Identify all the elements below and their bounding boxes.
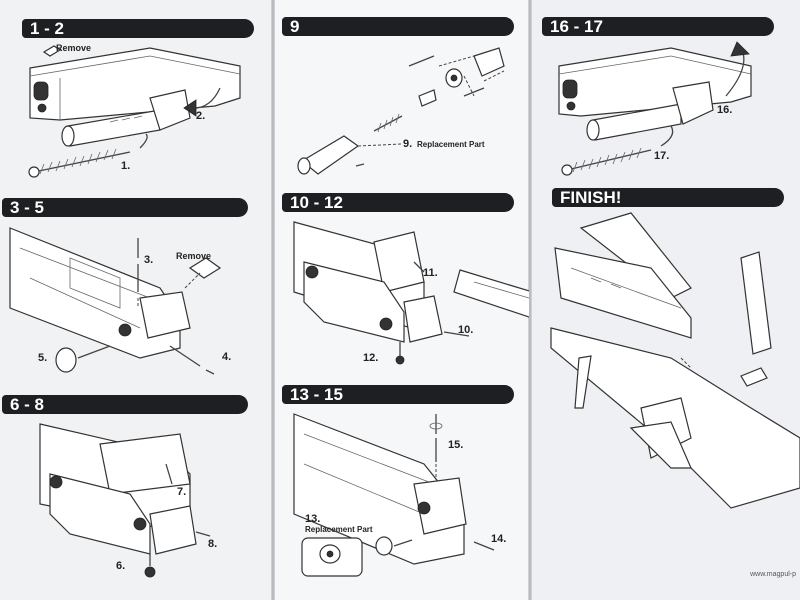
callout-10: 10.: [458, 324, 474, 336]
slide-removal-illustration: [28, 45, 241, 178]
callout-8: 8.: [208, 538, 218, 550]
step-header-16-17: 16 - 17: [542, 17, 774, 36]
slide-reassembly-illustration: [558, 41, 752, 176]
gas-valve-illustration: [297, 47, 505, 175]
callout-7: 7.: [177, 486, 187, 498]
fold-line-left: [271, 0, 275, 600]
slide-parts-removal-illustration: [9, 227, 222, 375]
callout-17: 17.: [654, 150, 670, 162]
callout-4: 4.: [222, 351, 232, 363]
callout-11: 11.: [423, 267, 438, 279]
callout-6: 6.: [116, 560, 126, 572]
fold-line-right: [528, 0, 532, 600]
step-header-9: 9: [282, 17, 514, 36]
callout-2: 2.: [196, 110, 206, 122]
callout-1: 1.: [121, 160, 131, 172]
website-url: www.magpul-p: [750, 571, 796, 578]
callout-15: 15.: [448, 439, 464, 451]
remove-label-3: Remove: [176, 251, 212, 261]
replacement-part-label-9: Replacement Part: [417, 140, 485, 149]
callout-16: 16.: [717, 104, 733, 116]
slide-reinstall-illustration: [293, 413, 495, 577]
callout-14: 14.: [491, 533, 507, 545]
barrel-block-removal-illustration: [39, 423, 211, 578]
callout-13: 13.: [305, 513, 321, 525]
replacement-part-label-13: Replacement Part: [305, 525, 373, 534]
step-header-6-8: 6 - 8: [2, 395, 248, 414]
step-header-13-15: 13 - 15: [282, 385, 514, 404]
callout-5: 5.: [38, 352, 48, 364]
callout-3: 3.: [144, 254, 154, 266]
step-header-10-12: 10 - 12: [282, 193, 514, 212]
finished-assembly-illustration: [550, 212, 800, 509]
barrel-block-illustration: [293, 221, 529, 365]
remove-label-1: Remove: [56, 43, 92, 53]
step-header-finish: FINISH!: [552, 188, 784, 207]
callout-12: 12.: [363, 352, 379, 364]
step-header-1-2: 1 - 2: [22, 19, 254, 38]
callout-9: 9.: [403, 138, 413, 150]
step-header-3-5: 3 - 5: [2, 198, 248, 217]
